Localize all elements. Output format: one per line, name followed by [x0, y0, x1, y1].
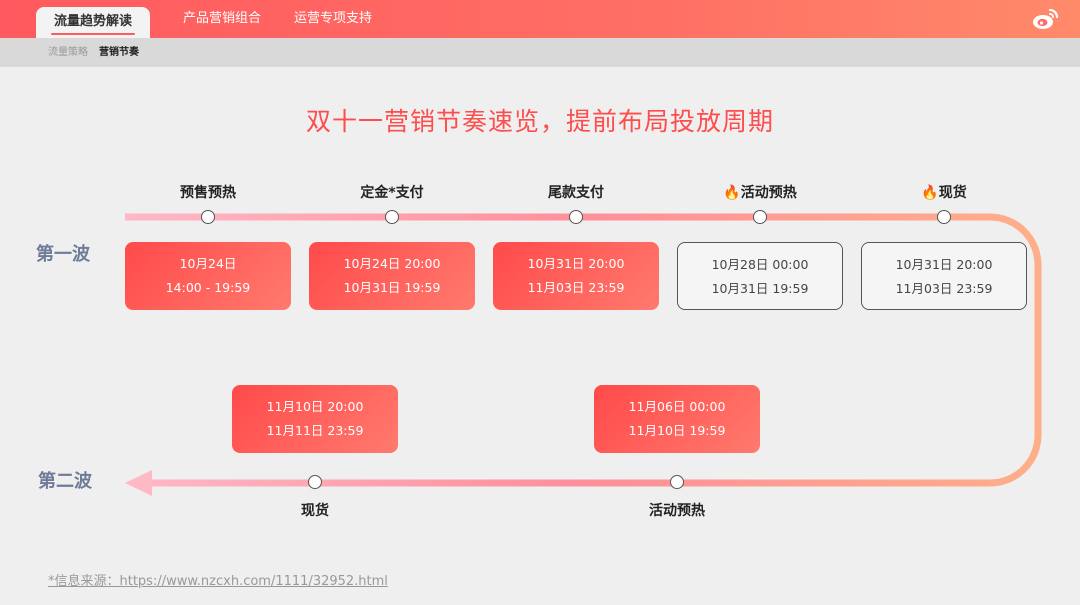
date-start: 10月31日 20:00 [895, 257, 993, 272]
source-link[interactable]: *信息来源：https://www.nzcxh.com/1111/32952.h… [48, 574, 388, 589]
timeline-node [753, 210, 767, 224]
tab-operation-support[interactable]: 运营专项支持 [294, 11, 373, 26]
date-start: 11月06日 00:00 [628, 399, 726, 414]
date-card-second-activity-warmup: 11月06日 00:00 11月10日 19:59 [594, 385, 760, 453]
date-start: 10月24日 20:00 [343, 256, 441, 271]
date-card-deposit-payment: 10月24日 20:00 10月31日 19:59 [309, 242, 475, 310]
date-end: 14:00 - 19:59 [165, 280, 251, 295]
wave-one-label: 第一波 [36, 244, 90, 265]
wave-two-label: 第二波 [38, 471, 92, 492]
stage-activity-warmup: 🔥活动预热 [723, 185, 797, 201]
date-card-in-stock: 10月31日 20:00 11月03日 23:59 [861, 242, 1027, 310]
date-start: 10月24日 [179, 256, 237, 271]
weibo-icon [1033, 8, 1059, 29]
stage-presale-warmup: 预售预热 [180, 185, 236, 201]
tab-product-marketing[interactable]: 产品营销组合 [183, 11, 262, 26]
timeline-node [201, 210, 215, 224]
date-end: 11月03日 23:59 [895, 281, 993, 296]
date-start: 11月10日 20:00 [266, 399, 364, 414]
tab-label: 流量趋势解读 [53, 14, 132, 29]
timeline-node [308, 475, 322, 489]
date-start: 10月31日 20:00 [527, 256, 625, 271]
timeline-node [670, 475, 684, 489]
date-card-presale-warmup: 10月24日 14:00 - 19:59 [125, 242, 291, 310]
stage-second-in-stock: 现货 [301, 503, 329, 519]
date-end: 11月10日 19:59 [628, 423, 726, 438]
breadcrumb: 流量策略 营销节奏 [0, 38, 1080, 67]
breadcrumb-item-rhythm[interactable]: 营销节奏 [99, 47, 139, 58]
stage-in-stock: 🔥现货 [921, 185, 967, 201]
date-card-second-in-stock: 11月10日 20:00 11月11日 23:59 [232, 385, 398, 453]
stage-final-payment: 尾款支付 [548, 185, 604, 201]
stage-second-activity-warmup: 活动预热 [649, 503, 705, 519]
date-end: 10月31日 19:59 [711, 281, 809, 296]
breadcrumb-item-strategy[interactable]: 流量策略 [48, 47, 88, 58]
timeline-node [569, 210, 583, 224]
date-end: 11月03日 23:59 [527, 280, 625, 295]
page-title: 双十一营销节奏速览，提前布局投放周期 [305, 107, 774, 136]
timeline-node [937, 210, 951, 224]
stage-deposit-payment: 定金*支付 [360, 185, 424, 201]
date-end: 11月11日 23:59 [266, 423, 364, 438]
active-tab-indicator [51, 33, 135, 35]
date-card-activity-warmup: 10月28日 00:00 10月31日 19:59 [677, 242, 843, 310]
date-end: 10月31日 19:59 [343, 280, 441, 295]
date-card-final-payment: 10月31日 20:00 11月03日 23:59 [493, 242, 659, 310]
date-start: 10月28日 00:00 [711, 257, 809, 272]
tab-traffic-trend[interactable]: 流量趋势解读 [36, 7, 150, 38]
arrow-left-icon [125, 470, 152, 496]
timeline-node [385, 210, 399, 224]
top-nav-bar: 流量趋势解读 产品营销组合 运营专项支持 [0, 0, 1080, 38]
